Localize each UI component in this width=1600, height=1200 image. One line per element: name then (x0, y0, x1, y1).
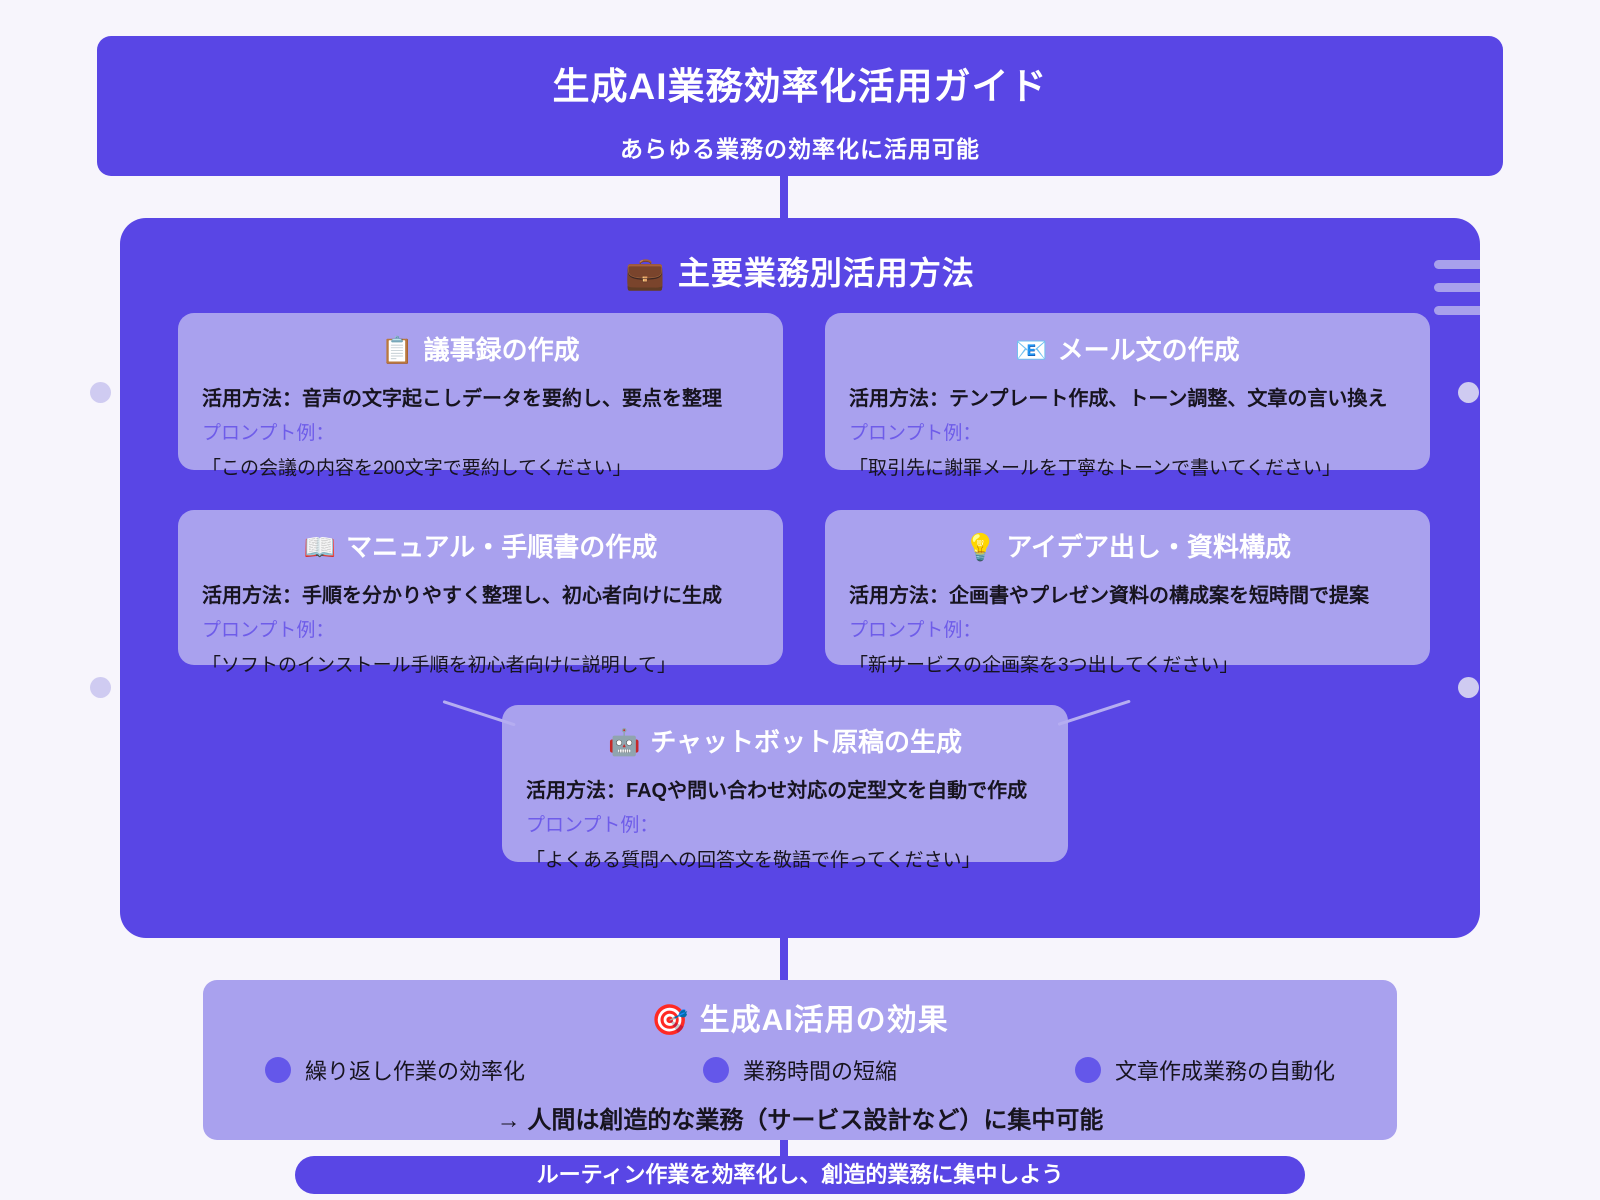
effect-label: 文章作成業務の自動化 (1114, 1059, 1335, 1084)
header-banner: 生成AI業務効率化活用ガイド あらゆる業務の効率化に活用可能 (97, 36, 1503, 176)
connector-dot (1458, 677, 1479, 698)
card-usage: 活用方法：テンプレート作成、トーン調整、文章の言い換え (849, 388, 1388, 410)
effects-list: 繰り返し作業の効率化 業務時間の短縮 文章作成業務の自動化 (203, 1054, 1397, 1086)
connector-line-top (780, 176, 788, 218)
target-icon: 🎯 (651, 1004, 690, 1037)
effects-title-text: 生成AI活用の効果 (699, 1004, 949, 1037)
connector-line-bottom (780, 1140, 788, 1158)
prompt-example-text: 「この会議の内容を200文字で要約してください」 (202, 458, 632, 479)
connector-dot (90, 677, 111, 698)
card-title-text: メール文の作成 (1057, 335, 1240, 365)
effects-title: 🎯 生成AI活用の効果 (203, 995, 1397, 1039)
connector-dot (1458, 382, 1479, 403)
bullet-dot-icon (1074, 1057, 1101, 1083)
effects-section: 🎯 生成AI活用の効果 繰り返し作業の効率化 業務時間の短縮 文章作成業務の自動化… (203, 980, 1397, 1140)
prompt-example-text: 「新サービスの企画案を3つ出してください」 (849, 655, 1239, 676)
card-email-writing: 📧 メール文の作成 活用方法：テンプレート作成、トーン調整、文章の言い換え プロン… (825, 313, 1430, 479)
effect-item: 文章作成業務の自動化 (1074, 1054, 1335, 1086)
main-section-title-text: 主要業務別活用方法 (677, 255, 975, 291)
prompt-example-text: 「よくある質問への回答文を敬語で作ってください」 (526, 850, 981, 871)
bullet-dot-icon (265, 1057, 291, 1083)
menu-bar (1434, 283, 1480, 292)
prompt-example-text: 「取引先に謝罪メールを丁寧なトーンで書いてください」 (849, 458, 1341, 479)
card-minutes-creation: 📋 議事録の作成 活用方法：音声の文字起こしデータを要約し、要点を整理 プロンプト… (178, 313, 783, 479)
prompt-example-label: プロンプト例： (849, 620, 982, 641)
prompt-example-label: プロンプト例： (849, 423, 982, 444)
email-icon: 📧 (1015, 335, 1048, 365)
card-manual-creation: 📖 マニュアル・手順書の作成 活用方法：手順を分かりやすく整理し、初心者向けに生成… (178, 510, 783, 676)
footer-banner: ルーティン作業を効率化し、創造的業務に集中しよう (295, 1156, 1305, 1194)
card-title: 📧 メール文の作成 (825, 330, 1430, 367)
main-section-title: 💼 主要業務別活用方法 (120, 248, 1480, 294)
card-title: 📋 議事録の作成 (178, 330, 783, 367)
connector-line-middle (780, 938, 788, 982)
effects-conclusion: → 人間は創造的な業務（サービス設計など）に集中可能 (496, 1107, 1104, 1134)
card-usage: 活用方法：手順を分かりやすく整理し、初心者向けに生成 (202, 585, 722, 607)
prompt-example-label: プロンプト例： (526, 815, 659, 836)
card-title-text: 議事録の作成 (423, 335, 580, 365)
card-usage: 活用方法：音声の文字起こしデータを要約し、要点を整理 (202, 388, 722, 410)
effect-item: 業務時間の短縮 (702, 1054, 897, 1086)
open-book-icon: 📖 (303, 532, 337, 562)
card-idea-generation: 💡アイデア出し・資料構成 活用方法：企画書やプレゼン資料の構成案を短時間で提案 … (825, 510, 1430, 676)
effect-label: 業務時間の短縮 (742, 1059, 897, 1084)
main-section: 💼 主要業務別活用方法 📋 議事録の作成 活用方法：音声の文字起こしデータを要約し、… (120, 218, 1480, 938)
effect-item: 繰り返し作業の効率化 (265, 1054, 525, 1086)
prompt-example-label: プロンプト例： (202, 423, 335, 444)
card-title-text: アイデア出し・資料構成 (1006, 532, 1292, 562)
page-subtitle: あらゆる業務の効率化に活用可能 (620, 136, 980, 162)
card-chatbot-script: 🤖 チャットボット原稿の生成 活用方法：FAQや問い合わせ対応の定型文を自動で作成… (502, 705, 1068, 871)
card-usage: 活用方法：企画書やプレゼン資料の構成案を短時間で提案 (849, 585, 1369, 607)
bullet-dot-icon (702, 1057, 729, 1083)
page-title: 生成AI業務効率化活用ガイド (552, 66, 1048, 107)
robot-icon: 🤖 (607, 727, 641, 757)
connector-dot (90, 382, 111, 403)
menu-icon[interactable] (1434, 260, 1480, 316)
card-title-text: マニュアル・手順書の作成 (346, 532, 658, 562)
light-bulb-icon: 💡 (963, 532, 997, 562)
card-usage: 活用方法：FAQや問い合わせ対応の定型文を自動で作成 (526, 780, 1028, 802)
card-title: 📖 マニュアル・手順書の作成 (178, 527, 783, 564)
menu-bar (1434, 260, 1480, 269)
card-title: 🤖 チャットボット原稿の生成 (502, 722, 1068, 759)
prompt-example-text: 「ソフトのインストール手順を初心者向けに説明して」 (202, 655, 677, 676)
card-title: 💡 アイデア出し・資料構成 (825, 527, 1430, 564)
effect-label: 繰り返し作業の効率化 (305, 1059, 526, 1084)
card-title-text: チャットボット原稿の生成 (650, 727, 963, 757)
menu-bar (1434, 306, 1480, 315)
briefcase-icon: 💼 (625, 255, 666, 291)
prompt-example-label: プロンプト例： (202, 620, 335, 641)
clipboard-icon: 📋 (381, 335, 414, 365)
